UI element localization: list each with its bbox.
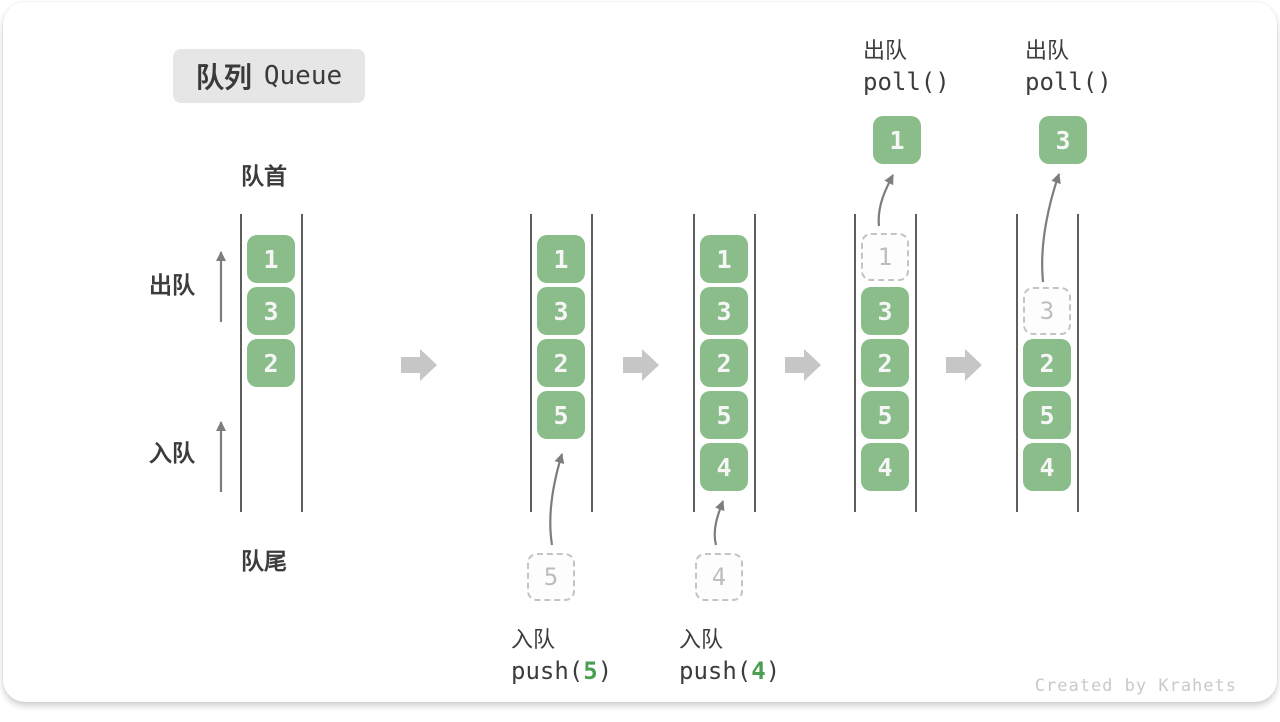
- queue4-item: 3: [861, 287, 909, 335]
- queue4-right-wall: [915, 214, 917, 512]
- queue5-right-wall: [1077, 214, 1079, 512]
- push4-code-post: ): [765, 657, 781, 685]
- push5-op-label: 入队: [511, 627, 556, 652]
- queue4-item: 2: [861, 339, 909, 387]
- queue2-left-wall: [530, 214, 532, 512]
- queue2-item: 5: [537, 391, 585, 439]
- queue2-item: 2: [537, 339, 585, 387]
- queue5-popped-item: 3: [1039, 116, 1087, 164]
- queue3-item: 5: [700, 391, 748, 439]
- push4-arrow: [713, 500, 725, 546]
- poll1-op-label: 出队: [863, 38, 908, 63]
- queue5-item: 5: [1023, 391, 1071, 439]
- push5-op-code: push(5): [511, 657, 612, 685]
- queue1-item: 2: [247, 339, 295, 387]
- title-zh: 队列: [195, 62, 252, 93]
- label-queue-rear: 队尾: [241, 548, 287, 574]
- poll2-op-label: 出队: [1025, 38, 1070, 63]
- queue4-item: 4: [861, 443, 909, 491]
- poll2-op-code: poll(): [1025, 68, 1112, 96]
- poll2-arrow: [1041, 173, 1061, 283]
- poll1-arrow: [877, 174, 894, 227]
- queue4-popped-item: 1: [873, 116, 921, 164]
- queue5-item: 2: [1023, 339, 1071, 387]
- transition-arrow-icon: [785, 349, 821, 381]
- queue2-item: 3: [537, 287, 585, 335]
- diagram-canvas: 队列 Queue 队首 队尾 出队 入队 1 3 2 1 3 2 5 5 入队 …: [3, 2, 1277, 702]
- queue2-pending-item: 5: [527, 553, 575, 601]
- poll1-op-code: poll(): [863, 68, 950, 96]
- label-enqueue-side: 入队: [149, 440, 195, 466]
- queue3-item: 4: [700, 443, 748, 491]
- transition-arrow-icon: [623, 349, 659, 381]
- queue1-left-wall: [240, 214, 242, 512]
- queue4-item: 5: [861, 391, 909, 439]
- queue1-right-wall: [301, 214, 303, 512]
- transition-arrow-icon: [946, 349, 982, 381]
- queue3-right-wall: [754, 214, 756, 512]
- push5-arrow: [549, 453, 565, 546]
- push4-op-label: 入队: [679, 627, 724, 652]
- push5-code-pre: push(: [511, 657, 584, 685]
- label-dequeue-side: 出队: [149, 272, 195, 298]
- title-en: Queue: [263, 61, 343, 91]
- push4-op-code: push(4): [679, 657, 780, 685]
- title-badge: 队列 Queue: [173, 49, 365, 103]
- queue1-item: 1: [247, 235, 295, 283]
- queue2-item: 1: [537, 235, 585, 283]
- push4-code-pre: push(: [679, 657, 752, 685]
- queue2-right-wall: [591, 214, 593, 512]
- watermark: Created by Krahets: [1034, 676, 1237, 696]
- queue3-item: 3: [700, 287, 748, 335]
- push5-code-arg: 5: [583, 657, 598, 685]
- queue3-item: 1: [700, 235, 748, 283]
- queue5-removed-slot: 3: [1023, 287, 1071, 335]
- queue4-left-wall: [854, 214, 856, 512]
- queue5-item: 4: [1023, 443, 1071, 491]
- transition-arrow-icon: [401, 349, 437, 381]
- push4-code-arg: 4: [751, 657, 766, 685]
- queue3-pending-item: 4: [695, 553, 743, 601]
- queue3-left-wall: [693, 214, 695, 512]
- queue5-left-wall: [1016, 214, 1018, 512]
- queue4-removed-slot: 1: [861, 233, 909, 281]
- push5-code-post: ): [597, 657, 613, 685]
- queue3-item: 2: [700, 339, 748, 387]
- label-queue-front: 队首: [241, 163, 287, 189]
- queue1-item: 3: [247, 287, 295, 335]
